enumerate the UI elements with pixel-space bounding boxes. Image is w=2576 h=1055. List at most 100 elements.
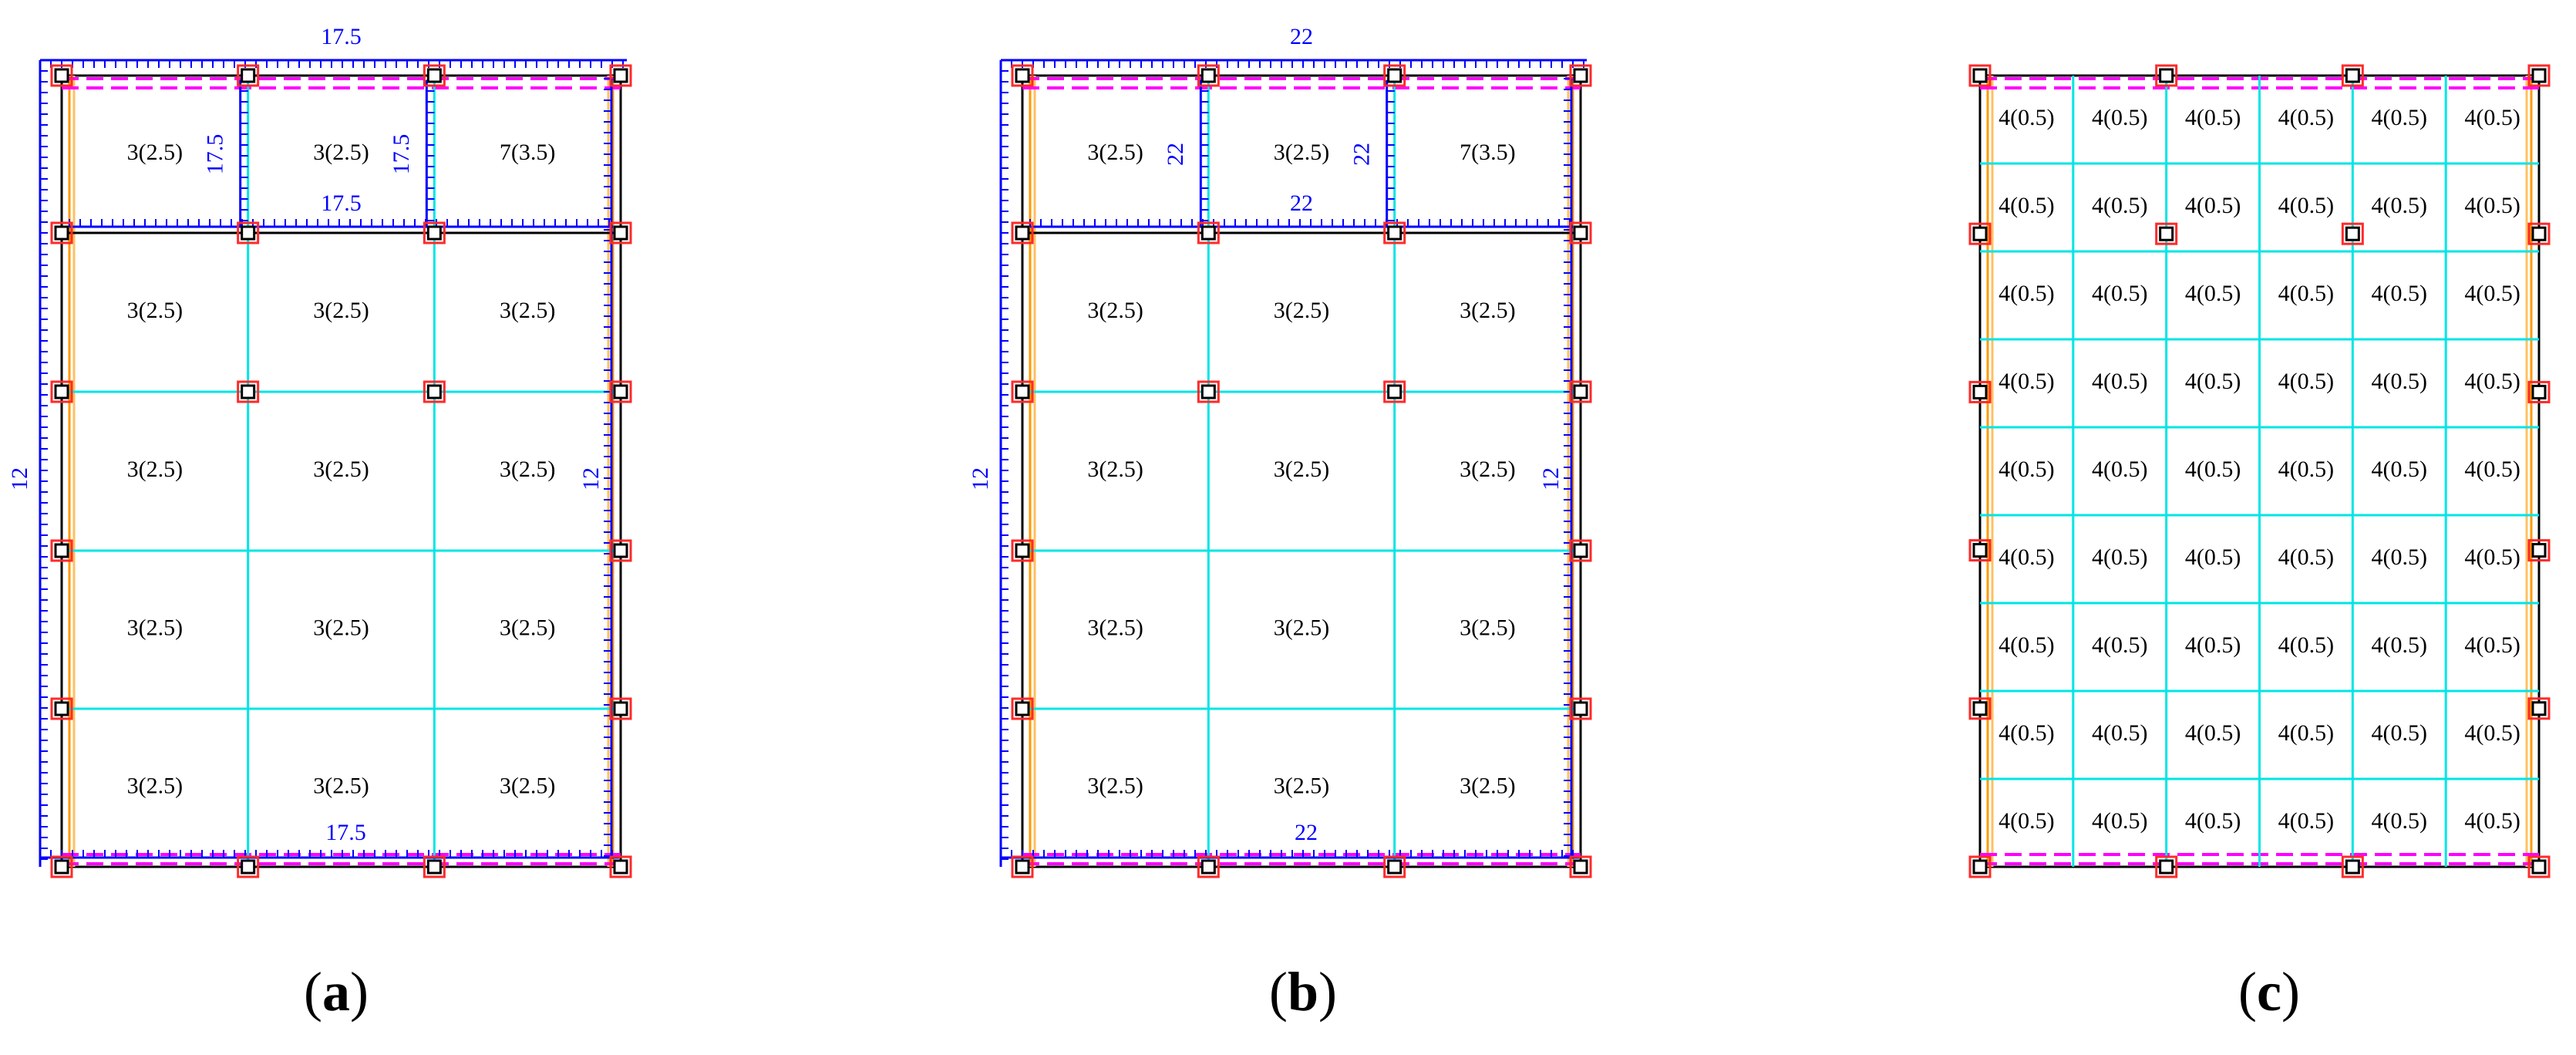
panel-a: 3(2.5)3(2.5)7(3.5)3(2.5)3(2.5)3(2.5)3(2.… [7, 24, 632, 878]
cell-label: 3(2.5) [127, 457, 183, 482]
cell-label: 3(2.5) [1087, 457, 1143, 482]
cell-label: 3(2.5) [1460, 773, 1515, 798]
column-icon [1015, 859, 1030, 875]
cell-label: 4(0.5) [2372, 369, 2427, 394]
dim-label-left: 12 [7, 467, 32, 490]
cell-label: 4(0.5) [2464, 105, 2520, 130]
column-icon-outer [609, 380, 632, 403]
column-icon-outer [2155, 64, 2178, 87]
column-icon [54, 68, 69, 83]
caption-a: (a) [221, 960, 452, 1024]
cell-label: 4(0.5) [1999, 369, 2054, 394]
cell-label: 4(0.5) [2185, 193, 2241, 218]
column-icon-outer [1011, 697, 1034, 720]
column-icon-outer [2341, 64, 2364, 87]
cell-label: 4(0.5) [2092, 457, 2147, 482]
column-icon [1015, 701, 1030, 716]
column-icon [1387, 859, 1402, 875]
column-icon-outer [237, 855, 260, 878]
column-icon-outer [1011, 380, 1034, 403]
column-icon [613, 384, 628, 399]
column-icon-outer [1383, 855, 1406, 878]
column-icon-outer [1968, 64, 1992, 87]
cell-label: 4(0.5) [2092, 281, 2147, 306]
caption-c-open: ( [2238, 961, 2258, 1023]
cell-label: 3(2.5) [1274, 457, 1329, 482]
cell-label: 3(2.5) [1087, 140, 1143, 165]
column-icon-outer [237, 64, 260, 87]
column-icon [1972, 859, 1988, 875]
caption-c-close: ) [2281, 961, 2300, 1023]
column-icon-outer [609, 697, 632, 720]
dim-label-right: 12 [1538, 467, 1564, 490]
cell-label: 4(0.5) [2464, 632, 2520, 658]
cell-label: 3(2.5) [127, 615, 183, 640]
column-icon-outer [1197, 380, 1220, 403]
panel-b: 3(2.5)3(2.5)7(3.5)3(2.5)3(2.5)3(2.5)3(2.… [968, 24, 1592, 878]
cell-label: 4(0.5) [2372, 632, 2427, 658]
column-icon-outer [1197, 855, 1220, 878]
cell-label: 4(0.5) [2372, 281, 2427, 306]
column-icon [1573, 384, 1588, 399]
column-icon-outer [1197, 64, 1220, 87]
column-icon-outer [2527, 855, 2551, 878]
column-icon [2159, 68, 2174, 83]
cell-label: 4(0.5) [2092, 632, 2147, 658]
cell-label: 3(2.5) [313, 140, 369, 165]
dim-label-mid: 22 [1290, 190, 1313, 216]
column-icon [54, 384, 69, 399]
caption-a-close: ) [350, 961, 369, 1023]
column-icon [1573, 225, 1588, 241]
column-icon [2159, 226, 2174, 241]
column-icon [2531, 384, 2547, 399]
cell-label: 4(0.5) [2185, 281, 2241, 306]
column-icon [2345, 859, 2360, 875]
column-icon-outer [237, 380, 260, 403]
cell-label: 4(0.5) [2372, 544, 2427, 570]
caption-b-open: ( [1268, 961, 1288, 1023]
column-icon [1200, 225, 1216, 241]
column-icon-outer [1968, 697, 1992, 720]
cell-label: 3(2.5) [1274, 615, 1329, 640]
column-icon-outer [1569, 539, 1592, 562]
column-icon-outer [2341, 222, 2364, 245]
column-icon-outer [423, 221, 446, 244]
caption-c-letter: c [2257, 961, 2281, 1023]
cell-label: 4(0.5) [2278, 808, 2334, 834]
column-icon [54, 225, 69, 241]
cell-label: 3(2.5) [1087, 298, 1143, 323]
column-icon [426, 859, 442, 875]
cell-label: 3(2.5) [127, 298, 183, 323]
cell-label: 3(2.5) [1087, 615, 1143, 640]
column-icon-outer [2155, 855, 2178, 878]
cell-label: 4(0.5) [1999, 544, 2054, 570]
column-icon [1200, 384, 1216, 399]
column-icon-outer [1383, 64, 1406, 87]
cell-label: 3(2.5) [313, 615, 369, 640]
cell-label: 4(0.5) [2092, 369, 2147, 394]
cell-label: 4(0.5) [2185, 457, 2241, 482]
cell-label: 4(0.5) [2185, 369, 2241, 394]
dim-label-mid: 17.5 [321, 190, 362, 216]
cell-label: 4(0.5) [2185, 808, 2241, 834]
column-icon-outer [2527, 697, 2551, 720]
cell-label: 4(0.5) [2372, 457, 2427, 482]
column-icon-outer [423, 855, 446, 878]
column-icon-outer [1011, 64, 1034, 87]
cell-label: 3(2.5) [1087, 773, 1143, 798]
column-icon [1387, 225, 1402, 241]
column-icon [1573, 859, 1588, 875]
cell-label: 3(2.5) [313, 457, 369, 482]
column-icon-outer [50, 697, 73, 720]
cell-label: 4(0.5) [2278, 105, 2334, 130]
cell-label: 4(0.5) [2185, 105, 2241, 130]
cell-label: 4(0.5) [1999, 281, 2054, 306]
caption-b-letter: b [1287, 961, 1319, 1023]
column-icon [241, 384, 256, 399]
column-icon-outer [609, 64, 632, 87]
cell-label: 4(0.5) [2372, 720, 2427, 746]
column-icon-outer [1569, 380, 1592, 403]
column-icon-outer [1968, 855, 1992, 878]
column-icon [1972, 701, 1988, 716]
